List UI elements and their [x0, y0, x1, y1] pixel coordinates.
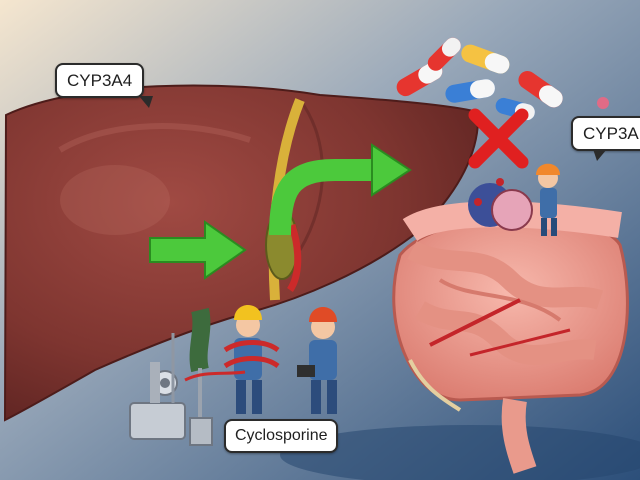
worker-icon: [297, 307, 337, 414]
portal-vessel: [189, 307, 211, 373]
cyp3a4-label: CYP3A4: [67, 71, 133, 90]
callout-tail: [139, 96, 153, 108]
floor-shadow: [280, 425, 640, 480]
callout-tail: [593, 149, 607, 161]
cyp3a-callout: CYP3A: [571, 116, 640, 161]
cyp3a-label: CYP3A: [583, 124, 639, 143]
cyclosporine-label: Cyclosporine: [235, 427, 328, 444]
worker-icon: [536, 163, 560, 236]
blocked-x-icon: [468, 108, 529, 169]
worker-icon: [223, 305, 280, 414]
red-vessel: [286, 223, 302, 292]
arrow-icon: [149, 143, 412, 280]
cyclosporine-callout: Cyclosporine: [224, 419, 339, 453]
cyp3a4-callout: CYP3A4: [55, 63, 153, 108]
machine-icon: [129, 333, 246, 446]
enzyme-icon: [468, 178, 533, 231]
pills-icon: [396, 37, 609, 121]
